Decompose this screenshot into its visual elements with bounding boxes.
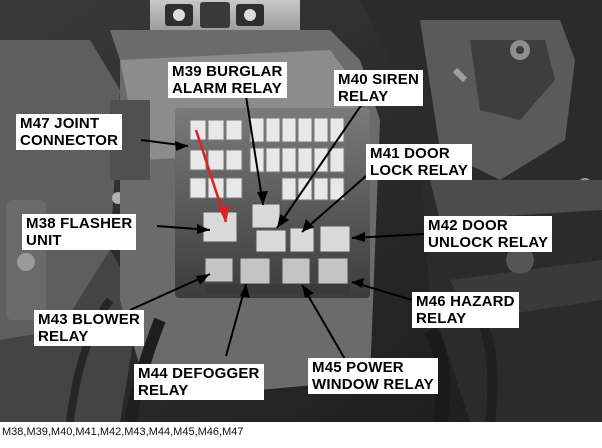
figure-caption: M38,M39,M40,M41,M42,M43,M44,M45,M46,M47: [2, 426, 244, 438]
label-m40-siren-relay: M40 SIREN RELAY: [334, 70, 423, 106]
label-m43-line-2: RELAY: [38, 328, 89, 345]
label-m39-burglar-alarm-relay: M39 BURGLAR ALARM RELAY: [168, 62, 287, 98]
label-m42-line-2: UNLOCK RELAY: [428, 234, 549, 251]
label-m47-joint-connector: M47 JOINT CONNECTOR: [16, 114, 123, 150]
label-m38-line-1: M38 FLASHER: [26, 215, 133, 232]
label-m45-power-window-relay: M45 POWER WINDOW RELAY: [308, 358, 438, 394]
label-m41-door-lock-relay: M41 DOOR LOCK RELAY: [366, 144, 473, 180]
label-m39-line-1: M39 BURGLAR: [172, 63, 283, 80]
label-m46-line-2: RELAY: [416, 310, 467, 327]
relay-box-photo: [0, 0, 602, 422]
label-m42-door-unlock-relay: M42 DOOR UNLOCK RELAY: [424, 216, 553, 252]
label-m38-line-2: UNIT: [26, 232, 62, 249]
label-m38-flasher-unit: M38 FLASHER UNIT: [22, 214, 137, 250]
label-m41-line-2: LOCK RELAY: [370, 162, 469, 179]
label-m46-line-1: M46 HAZARD: [416, 293, 515, 310]
label-m44-defogger-relay: M44 DEFOGGER RELAY: [134, 364, 264, 400]
label-m44-line-1: M44 DEFOGGER: [138, 365, 260, 382]
label-m39-line-2: ALARM RELAY: [172, 80, 282, 97]
label-m43-line-1: M43 BLOWER: [38, 311, 141, 328]
label-m40-line-1: M40 SIREN: [338, 71, 419, 88]
label-m46-hazard-relay: M46 HAZARD RELAY: [412, 292, 519, 328]
label-m42-line-1: M42 DOOR: [428, 217, 508, 234]
label-m40-line-2: RELAY: [338, 88, 389, 105]
label-m47-line-2: CONNECTOR: [20, 132, 119, 149]
label-m43-blower-relay: M43 BLOWER RELAY: [34, 310, 145, 346]
label-m45-line-2: WINDOW RELAY: [312, 376, 434, 393]
label-m41-line-1: M41 DOOR: [370, 145, 450, 162]
label-m44-line-2: RELAY: [138, 382, 189, 399]
label-m47-line-1: M47 JOINT: [20, 115, 100, 132]
label-m45-line-1: M45 POWER: [312, 359, 404, 376]
